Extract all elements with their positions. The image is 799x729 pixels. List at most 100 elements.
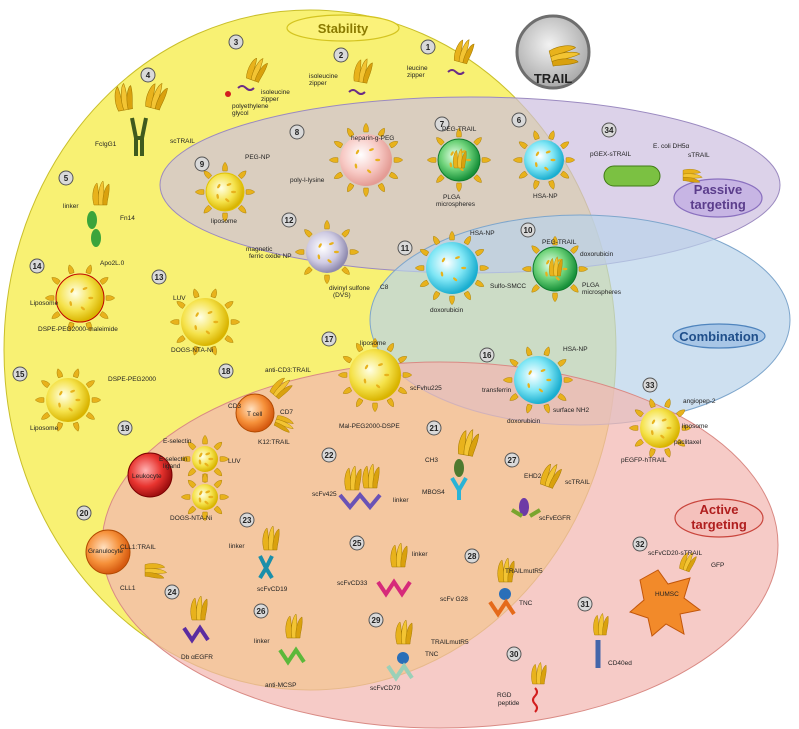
structure-label: heparin-g-PEG xyxy=(351,135,394,142)
encapsulated-trail xyxy=(455,256,460,260)
structure-label: surface NH2 xyxy=(553,407,590,414)
structure-number: 16 xyxy=(483,351,492,360)
structure-label: scFvhu225 xyxy=(410,385,442,392)
encapsulated-trail xyxy=(354,163,358,169)
structure-number: 20 xyxy=(80,509,89,518)
number-badge xyxy=(194,156,210,172)
encapsulated-trail xyxy=(544,166,549,171)
number-badge xyxy=(218,363,234,379)
structure-label: scFvCD70 xyxy=(370,685,401,692)
encapsulated-trail xyxy=(449,162,453,168)
structure-label: isoleucine xyxy=(309,73,338,80)
structure-label: microspheres xyxy=(582,289,622,296)
number-badge xyxy=(140,67,156,83)
structure-label: TRAILmutR5 xyxy=(505,568,543,575)
encapsulated-trail xyxy=(75,398,81,402)
structure-label: DOGS-NTA-Ni xyxy=(170,515,212,522)
structure-label: Mal-PEG2000-DSPE xyxy=(339,423,400,430)
liposome xyxy=(55,273,105,323)
structure-number: 31 xyxy=(581,600,590,609)
number-badge xyxy=(12,366,28,382)
encapsulated-trail xyxy=(195,312,199,317)
structure-number: 13 xyxy=(155,273,164,282)
structure-number: 12 xyxy=(285,216,294,225)
structure-label: TNC xyxy=(519,600,533,607)
number-badge xyxy=(151,269,167,285)
structure-label: Db αEGFR xyxy=(181,654,213,661)
number-badge xyxy=(511,112,527,128)
encapsulated-trail xyxy=(661,418,667,422)
encapsulated-trail xyxy=(376,384,381,389)
structure-number: 10 xyxy=(524,226,533,235)
structure-33: 33angiopep-2liposomepaclitaxelpEGFP-hTRA… xyxy=(621,377,716,464)
structure-label: paclitaxel xyxy=(674,439,702,446)
structure-label: Liposome xyxy=(30,300,59,307)
encapsulated-trail xyxy=(70,288,74,293)
structure-number: 1 xyxy=(426,43,431,52)
structure-label: K12:TRAIL xyxy=(258,439,290,446)
number-badge xyxy=(117,420,133,436)
structure-label: (DVS) xyxy=(333,292,351,299)
encapsulated-trail xyxy=(88,296,94,300)
luv-liposome xyxy=(192,446,218,472)
peg-nanoparticle xyxy=(340,134,392,186)
encapsulated-trail xyxy=(205,330,210,335)
structure-label: CD7 xyxy=(280,409,293,416)
liposome xyxy=(349,349,401,401)
structure-label: CLL1 xyxy=(120,585,136,592)
number-badge xyxy=(281,212,297,228)
structure-label: Granulocyte xyxy=(88,548,123,555)
structure-label: EHD2 xyxy=(524,473,542,480)
structure-number: 17 xyxy=(325,335,334,344)
structure-label: CLL1:TRAIL xyxy=(120,544,156,551)
encapsulated-trail xyxy=(651,430,654,436)
structure-label: peptide xyxy=(498,700,520,707)
encapsulated-trail xyxy=(375,158,381,162)
encapsulated-trail xyxy=(333,250,339,254)
structure-number: 11 xyxy=(401,244,410,253)
liposome xyxy=(46,378,90,422)
structure-label: Fn14 xyxy=(120,215,135,222)
encapsulated-trail xyxy=(82,287,88,290)
structure-number: 4 xyxy=(146,71,151,80)
structure-label: divinyl sulfone xyxy=(329,285,370,292)
structure-label: Apo2L.0 xyxy=(100,260,125,267)
encapsulated-trail xyxy=(80,306,85,311)
number-badge xyxy=(577,596,593,612)
structure-number: 22 xyxy=(325,451,334,460)
encapsulated-trail xyxy=(660,434,665,439)
structure-label: HSA-NP xyxy=(533,193,558,200)
structure-label: RGD xyxy=(497,692,512,699)
structure-label: Leukocyte xyxy=(132,473,162,480)
structure-label: scTRAIL xyxy=(565,479,590,486)
combination-label: Combination xyxy=(672,323,766,349)
svg-text:targeting: targeting xyxy=(690,197,746,212)
encapsulated-trail xyxy=(226,183,232,186)
hsa-nanoparticle xyxy=(426,242,478,294)
structure-label: zipper xyxy=(407,72,426,79)
number-badge xyxy=(29,258,45,274)
encapsulated-trail xyxy=(225,198,230,203)
number-badge xyxy=(520,222,536,238)
structure-label: microspheres xyxy=(436,201,476,208)
number-badge xyxy=(368,612,384,628)
encapsulated-trail xyxy=(545,150,551,154)
number-badge xyxy=(642,377,658,393)
number-badge xyxy=(333,47,349,63)
structure-label: scFvCD33 xyxy=(337,580,368,587)
structure-number: 8 xyxy=(295,128,300,137)
number-badge xyxy=(228,34,244,50)
